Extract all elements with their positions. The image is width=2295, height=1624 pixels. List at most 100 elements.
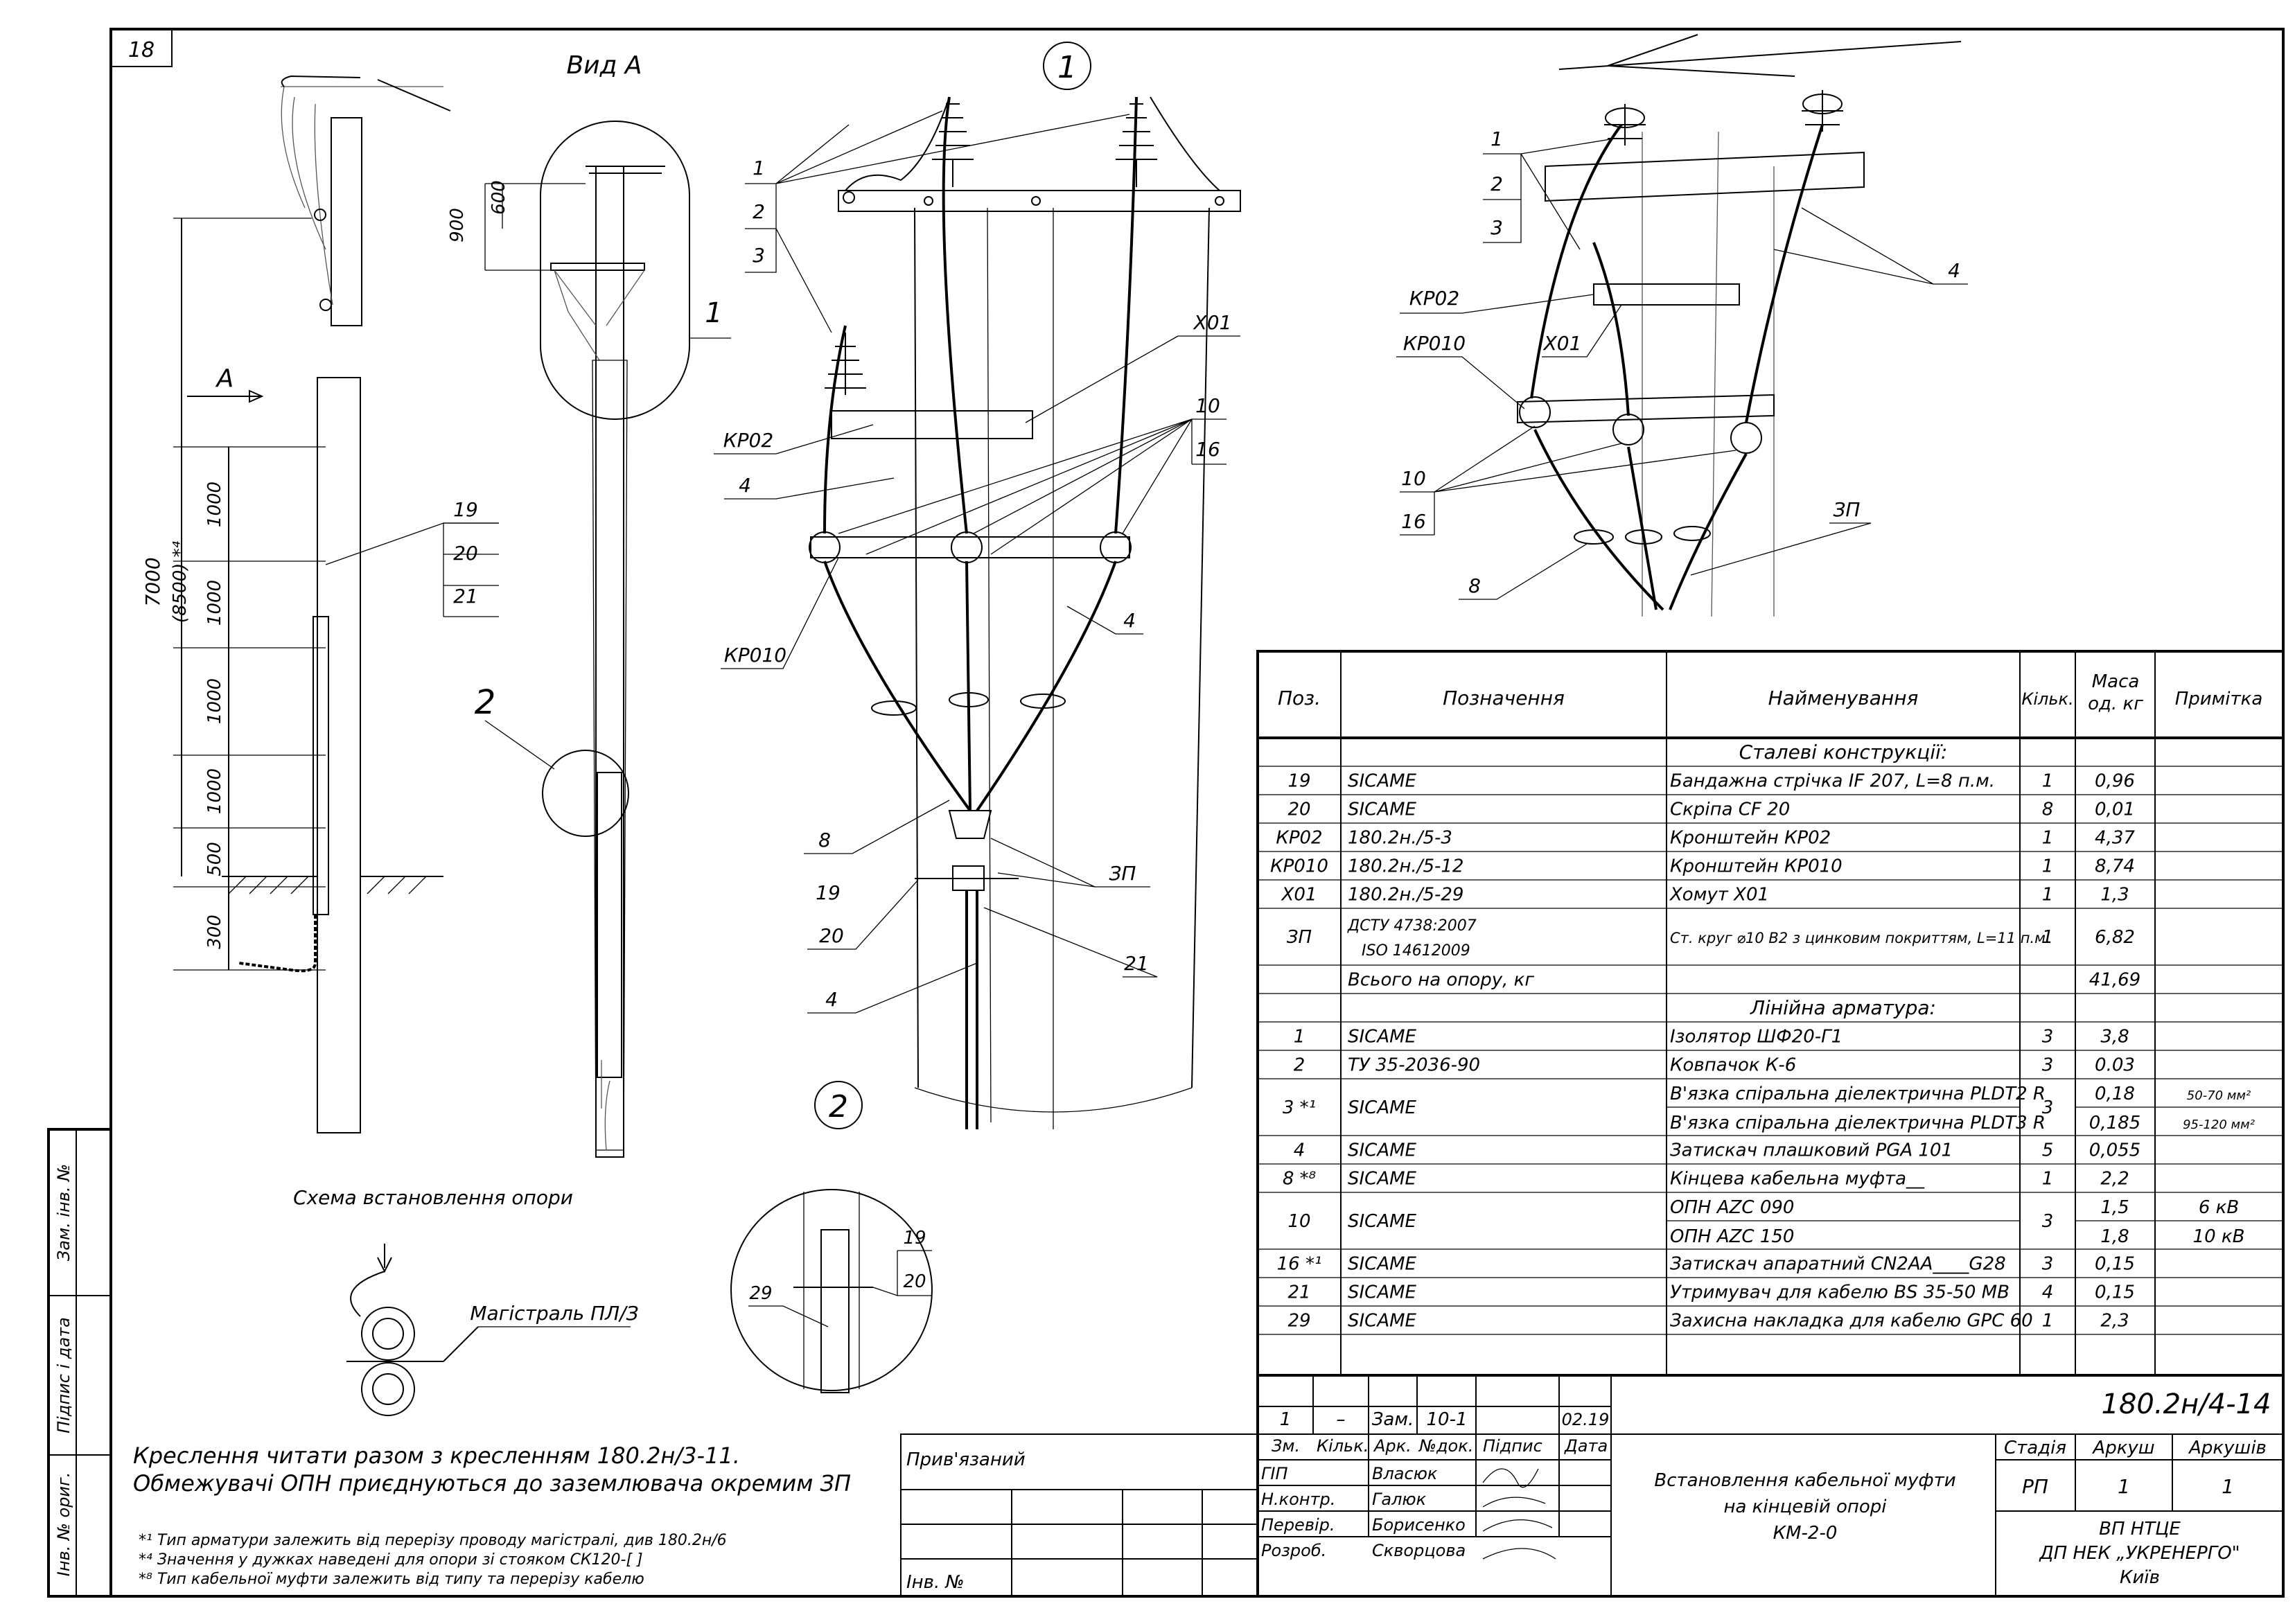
spec-designation: SICAME: [1348, 1282, 1417, 1303]
spec-mass: 41,69: [2089, 970, 2140, 991]
callout-x01-detail: Х01: [1193, 311, 1232, 334]
spec-head-mass: Маса од. кг: [2088, 671, 2143, 714]
spec-designation: Всього на опору, кг: [1348, 970, 1534, 991]
spec-mass: 6,82: [2095, 927, 2135, 948]
spec-mass: 3,8: [2100, 1027, 2129, 1048]
org-line-2: ДП НЕК „УКРЕНЕРГО": [2039, 1543, 2240, 1564]
callout-2-detail: 2: [753, 200, 765, 223]
spec-mass: 1,5: [2100, 1197, 2129, 1218]
spec-pos: 1: [1294, 1027, 1305, 1048]
spec-mass: 0,01: [2095, 800, 2135, 820]
spec-designation: SICAME: [1348, 1211, 1417, 1232]
title-block: 1 – Зам. 10-1 02.19 Зм. Кільк. Арк. №док…: [1256, 1374, 2285, 1598]
dim-600: 600: [489, 180, 509, 215]
footnote-1: *¹ Тип арматури залежить від перерізу пр…: [139, 1532, 727, 1549]
role-name: Власюк: [1372, 1464, 1438, 1483]
spec-designation: SICAME: [1348, 1097, 1417, 1118]
col-ndoc: №док.: [1418, 1436, 1473, 1456]
callout-10-iso: 10: [1401, 467, 1426, 490]
spec-mass: 2,2: [2100, 1169, 2129, 1190]
title-line-1: Встановлення кабельної муфти: [1654, 1470, 1955, 1491]
spec-pos: 20: [1287, 800, 1310, 820]
callout-8-detail: 8: [818, 829, 831, 851]
spec-pos: ЗП: [1287, 927, 1312, 948]
role-name: Скворцова: [1372, 1541, 1466, 1560]
sheet-number-box: [110, 28, 173, 67]
callout-29-detail2: 29: [749, 1283, 772, 1304]
callout-4a-detail: 4: [739, 474, 751, 497]
installation-scheme: Схема встановлення опори Магістраль ПЛ/З: [293, 1186, 639, 1416]
stamp-pidpys: Підпис і дата: [54, 1317, 73, 1433]
col-zm: Зм.: [1272, 1436, 1300, 1456]
callout-kro2-detail: КР02: [723, 429, 773, 452]
role-label: Перевір.: [1261, 1515, 1335, 1535]
arkush-value: 1: [2118, 1475, 2130, 1498]
detail-2: 2 19 20 29: [730, 1081, 933, 1393]
spec-head-name: Найменування: [1768, 687, 1919, 709]
org-line-1: ВП НТЦЕ: [2099, 1519, 2181, 1539]
spec-section-fittings: Лінійна арматура:: [1750, 996, 1936, 1019]
spec-designation: SICAME: [1348, 800, 1417, 820]
callout-16-iso: 16: [1401, 510, 1426, 533]
callout-4b-detail: 4: [1123, 609, 1136, 632]
spec-qty: 1: [2042, 1169, 2054, 1190]
stamp-zam-inv: Зам. інв. №: [54, 1164, 73, 1261]
detail-1-marker: 1: [1057, 50, 1077, 85]
spec-name: Кінцева кабельна муфта__: [1670, 1169, 1925, 1190]
spec-pos: 19: [1287, 771, 1310, 792]
dim-7000: 7000: [141, 557, 164, 606]
spec-qty: 1: [2042, 1311, 2054, 1332]
role-label: Н.контр.: [1261, 1490, 1335, 1509]
note-1: Креслення читати разом з кресленням 180.…: [133, 1442, 740, 1469]
callout-1-detail: 1: [753, 157, 765, 179]
callout-19-left: 19: [453, 498, 478, 521]
view-arrow-label: А: [216, 364, 234, 393]
scheme-title: Схема встановлення опори: [293, 1186, 573, 1209]
spec-pos: 2: [1294, 1055, 1305, 1076]
callout-2-iso: 2: [1491, 173, 1503, 195]
callout-21-left: 21: [453, 585, 478, 608]
view-a-title: Вид А: [566, 51, 642, 80]
side-view-pole: А 7000 (8500) *⁴ 1000 1000 1000 1000 500…: [141, 75, 499, 1133]
iso-view: 1 2 3 4 КР02 КР010 Х01 10 16 ЗП 8: [1396, 34, 1968, 617]
spec-designation: ТУ 35-2036-90: [1348, 1055, 1480, 1076]
spec-pos: КР02: [1276, 828, 1322, 849]
spec-mass: 1,3: [2100, 885, 2129, 906]
spec-head-qty: Кільк.: [2021, 689, 2073, 709]
footnote-4: *⁴ Значення у дужках наведені для опори …: [139, 1551, 643, 1569]
dim-1000-a: 1000: [204, 482, 225, 527]
spec-designation: SICAME: [1348, 1140, 1417, 1161]
callout-1-viewa: 1: [705, 297, 722, 329]
spec-pos: 3 *¹: [1283, 1097, 1316, 1118]
spec-head-note: Примітка: [2175, 689, 2263, 709]
spec-designation: 180.2н./5-29: [1348, 885, 1463, 906]
spec-qty: 3: [2042, 1254, 2054, 1275]
callout-zp-iso: ЗП: [1833, 498, 1860, 521]
rev-doc: 10-1: [1426, 1409, 1467, 1430]
spec-name-2: ОПН AZC 150: [1670, 1226, 1794, 1247]
dim-1000-c: 1000: [204, 678, 225, 724]
drawing-code: 180.2н/4-14: [2102, 1388, 2271, 1420]
spec-qty: 5: [2042, 1140, 2054, 1161]
spec-name: Кронштейн КР02: [1670, 828, 1831, 849]
spec-pos: 10: [1287, 1211, 1310, 1232]
callout-10-detail: 10: [1195, 394, 1220, 417]
callout-kro10-iso: КР010: [1403, 332, 1466, 355]
spec-qty: 4: [2042, 1282, 2054, 1303]
spec-name: Кронштейн КР010: [1670, 856, 1843, 877]
spec-name: Затискач плашковий PGA 101: [1670, 1140, 1953, 1161]
spec-mass: 0,055: [2089, 1140, 2140, 1161]
spec-mass: 0,96: [2095, 771, 2135, 792]
spec-pos: 29: [1287, 1311, 1310, 1332]
inv-no-label: Інв. №: [906, 1572, 965, 1593]
pryv-label: Прив'язаний: [906, 1449, 1026, 1470]
arkushiv-head: Аркушів: [2188, 1438, 2267, 1458]
spec-mass: 0,15: [2095, 1254, 2135, 1275]
spec-name: ОПН AZC 090: [1670, 1197, 1794, 1218]
spec-name: Ст. круг ⌀10 В2 з цинковим покриттям, L=…: [1670, 930, 2050, 946]
spec-name: Скріпа CF 20: [1670, 800, 1790, 820]
attachment-block: Прив'язаний Інв. №: [900, 1433, 1258, 1597]
spec-designation: 180.2н./5-12: [1348, 856, 1463, 877]
spec-pos: Х01: [1281, 885, 1317, 906]
